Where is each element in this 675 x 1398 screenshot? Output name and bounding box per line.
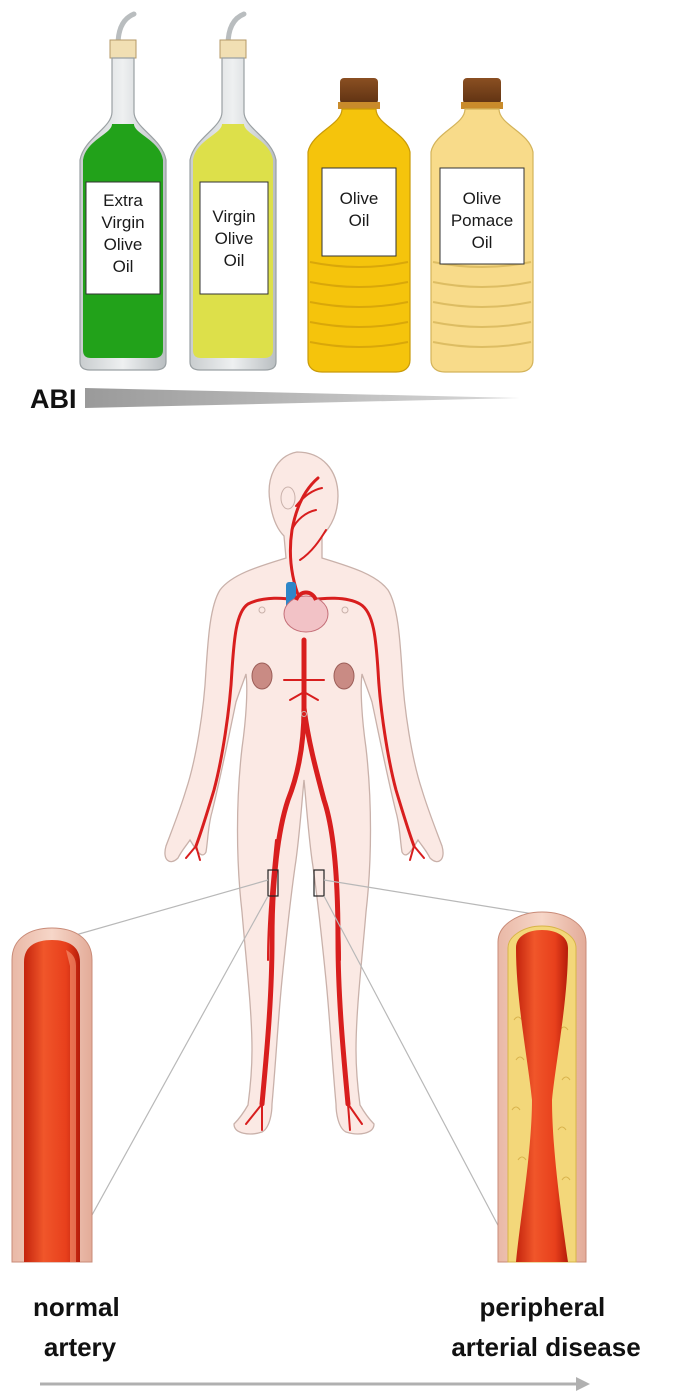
bottle-label-line: Oil xyxy=(224,251,245,270)
caption-line: arterial disease xyxy=(451,1332,640,1362)
normal-artery-caption: normal artery xyxy=(33,1292,127,1362)
caption-line: artery xyxy=(44,1332,117,1362)
diseased-artery-illustration xyxy=(498,912,586,1262)
normal-artery-illustration xyxy=(12,928,92,1262)
ear xyxy=(281,487,295,509)
caption-line: peripheral xyxy=(480,1292,606,1322)
pad-caption: peripheral arterial disease xyxy=(451,1292,640,1362)
bottle-label-line: Oil xyxy=(472,233,493,252)
bottle-label-line: Virgin xyxy=(101,213,144,232)
bottle-label-line: Olive xyxy=(463,189,502,208)
bottle-cap xyxy=(340,78,378,104)
kidney-left xyxy=(252,663,272,689)
cork xyxy=(220,40,246,58)
abi-gradient-wedge xyxy=(85,388,520,408)
abi-label: ABI xyxy=(30,384,77,414)
bottle-label-line: Olive xyxy=(215,229,254,248)
bottle-label-line: Olive xyxy=(340,189,379,208)
kidney-right xyxy=(334,663,354,689)
bottle-label-line: Oil xyxy=(113,257,134,276)
body-silhouette xyxy=(165,452,443,1134)
bottle-label-line: Pomace xyxy=(451,211,513,230)
cork xyxy=(110,40,136,58)
human-body-figure xyxy=(165,452,443,1134)
bottle-label-line: Oil xyxy=(349,211,370,230)
progression-arrow xyxy=(40,1377,590,1391)
cap-ring xyxy=(461,102,503,109)
zoom-leader-lines xyxy=(58,880,540,1248)
bottle-label-line: Extra xyxy=(103,191,143,210)
cap-ring xyxy=(338,102,380,109)
caption-line: normal xyxy=(33,1292,120,1322)
bottle-cap xyxy=(463,78,501,104)
bottle-label-line: Olive xyxy=(104,235,143,254)
bottle-label-line: Virgin xyxy=(212,207,255,226)
